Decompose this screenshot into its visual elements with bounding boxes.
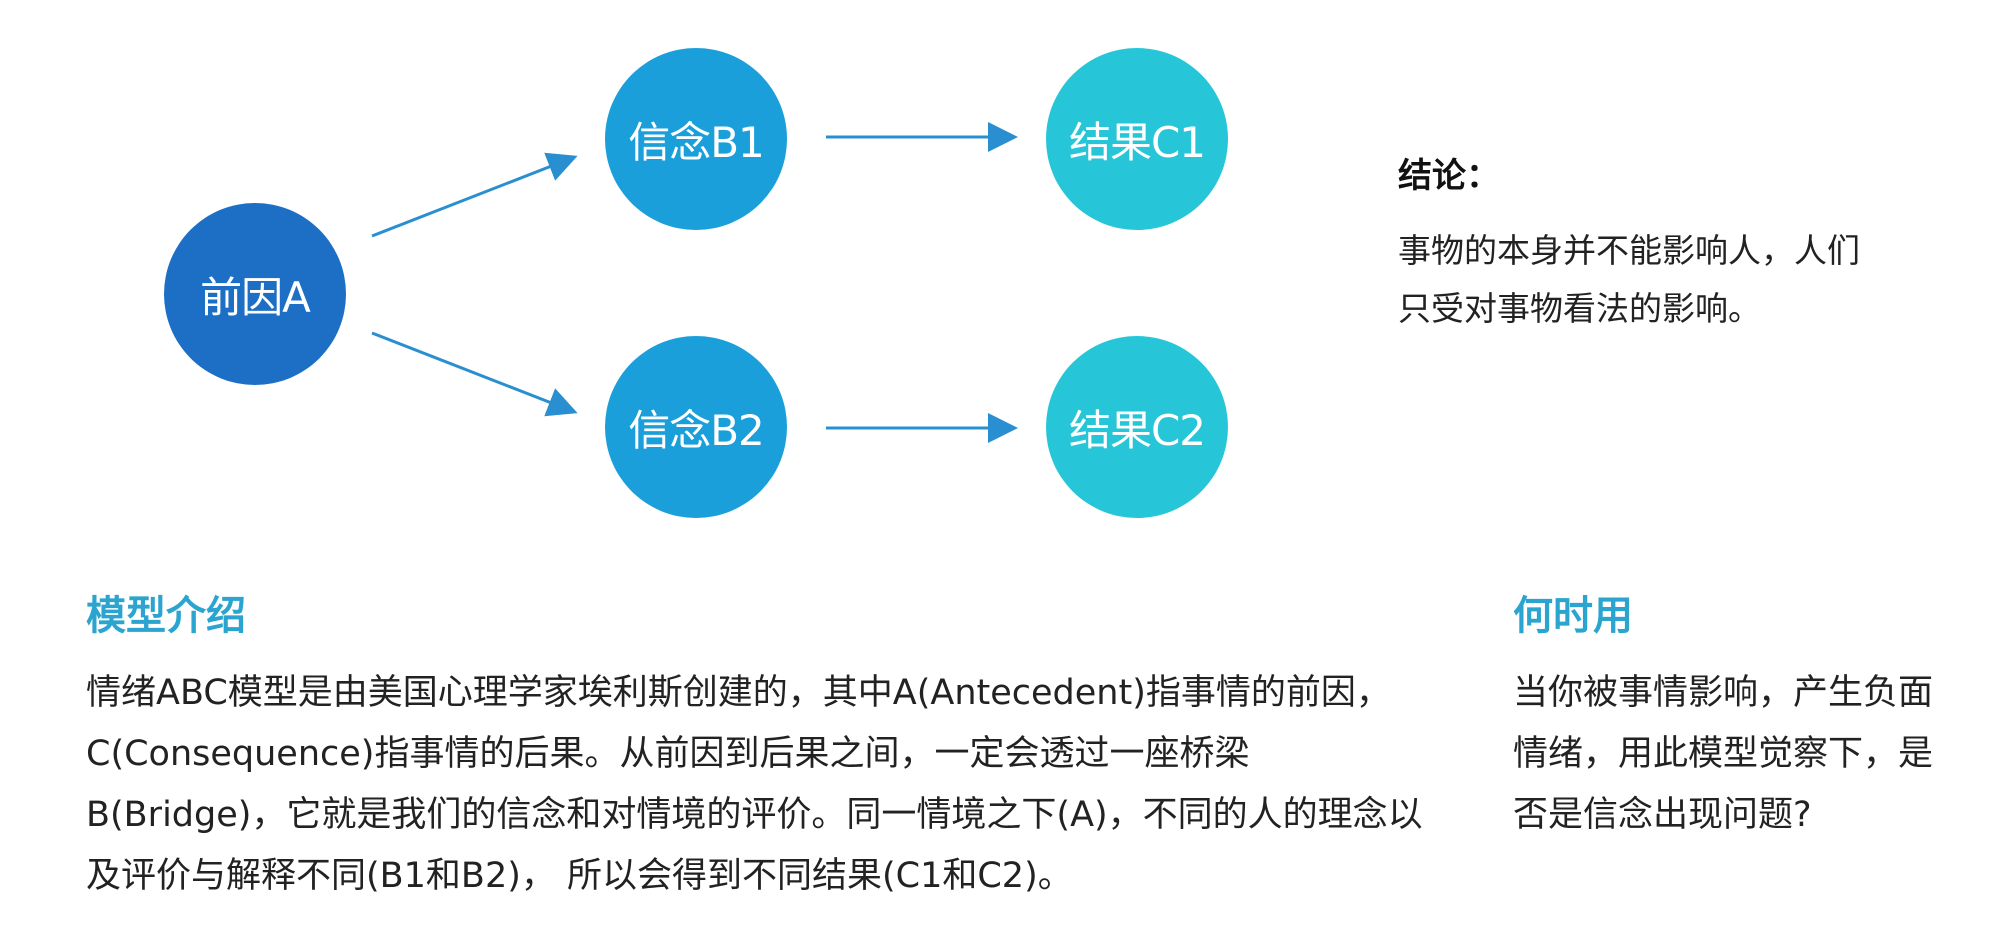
conclusion-body: 事物的本身并不能影响人，人们只受对事物看法的影响。 [1398, 231, 1860, 328]
node-consequence-c2: 结果C2 [1046, 336, 1228, 518]
model-intro-body: 情绪ABC模型是由美国心理学家埃利斯创建的，其中A(Antecedent)指事情… [86, 673, 1423, 896]
when-to-use-body: 当你被事情影响，产生负面情绪，用此模型觉察下，是否是信念出现问题? [1513, 673, 1934, 835]
arrows-layer [371, 122, 1018, 443]
node-belief-b2: 信念B2 [605, 336, 787, 518]
conclusion-title: 结论： [1398, 156, 1500, 196]
node-belief-b1: 信念B1 [605, 48, 787, 230]
arrow-a-to-b1 [371, 152, 578, 238]
node-antecedent-a: 前因A [164, 203, 346, 385]
abc-model-diagram: 前因A 信念B1 信念B2 结果C1 结果C2 [0, 0, 1300, 560]
arrow-a-to-b2 [371, 331, 578, 417]
node-consequence-c1: 结果C1 [1046, 48, 1228, 230]
model-intro-title: 模型介绍 [86, 593, 246, 639]
when-to-use-title: 何时用 [1513, 593, 1633, 639]
